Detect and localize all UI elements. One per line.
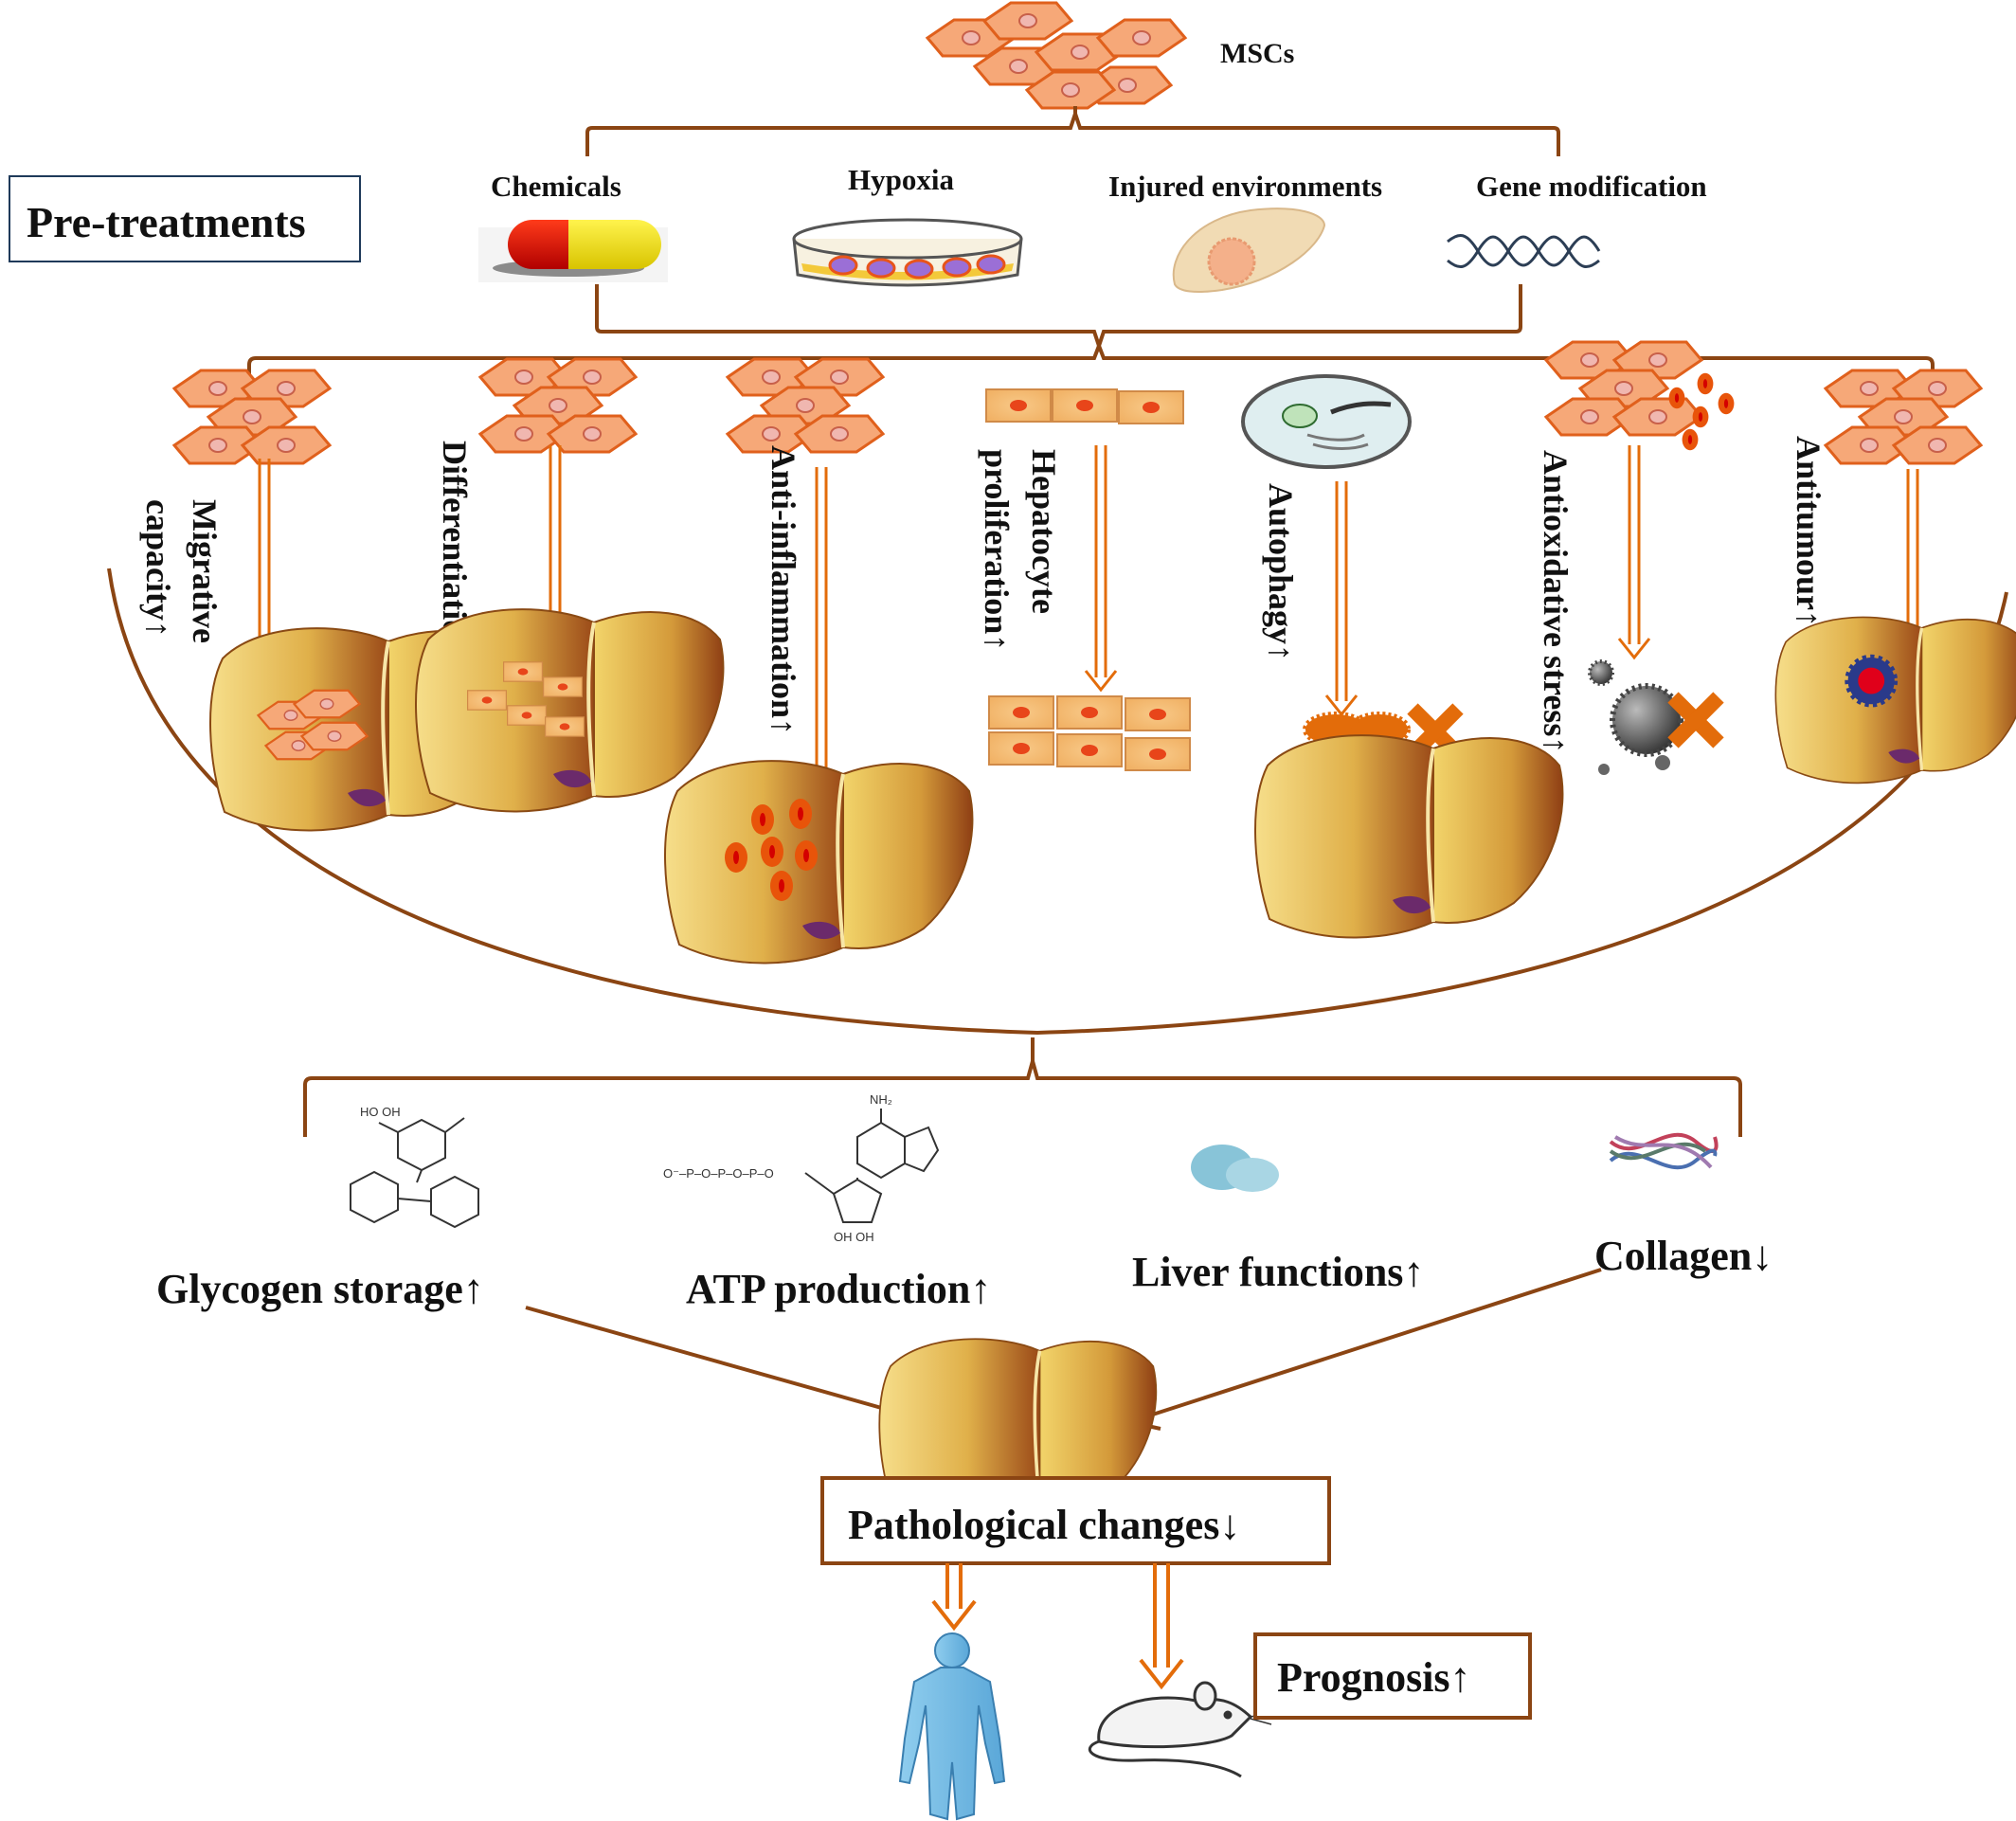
human-figure-icon <box>898 1632 1006 1821</box>
liver-tumour-icon <box>1773 615 2016 785</box>
atp-oh-label: OH OH <box>834 1230 874 1244</box>
dna-helix-icon <box>1447 233 1601 269</box>
mechanism-arrow-anti-inflammation <box>804 467 838 802</box>
atp-structure-icon: O⁻–P–O–P–O–P–O NH₂ OH OH <box>663 1092 940 1244</box>
glycogen-oh-label: HO OH <box>360 1105 401 1119</box>
pretreatment-label-hypoxia: Hypoxia <box>848 163 954 196</box>
outcome-label-collagen: Collagen↓ <box>1594 1233 1773 1279</box>
pretreatment-box <box>9 175 361 262</box>
liver-autophagy-icon <box>1253 733 1565 940</box>
mechanism-differentiation: Differentiation↑ <box>414 359 726 814</box>
mechanism-arrow-hepatocyte <box>1084 445 1118 693</box>
mechanism-antitumour: Antitumour↑ <box>1773 370 2016 785</box>
capsule-icon <box>478 220 668 282</box>
prognosis-label: Prognosis↑ <box>1277 1654 1471 1701</box>
mechanism-antioxidative: Antioxidative stress↑ <box>1537 342 1735 775</box>
mechanism-label-antioxidative: Antioxidative stress↑ <box>1537 450 1575 753</box>
mechanism-migrative: Migrative capacity↑ <box>139 370 520 833</box>
mechanism-label-antitumour: Antitumour↑ <box>1790 436 1827 627</box>
outcome-label-atp: ATP production↑ <box>686 1266 991 1312</box>
outcome-label-liver-functions: Liver functions↑ <box>1132 1249 1424 1295</box>
pathological-changes-box <box>820 1476 1331 1565</box>
mechanism-anti-inflammation: Anti-inflammation↑ <box>663 359 975 965</box>
hepatocyte-grid-icon <box>988 695 1191 771</box>
mechanism-hepatocyte-proliferation: Hepatocyte proliferation↑ <box>978 388 1191 771</box>
liver-inflammation-icon <box>663 759 975 965</box>
pretreatment-bracket <box>585 107 1560 156</box>
prognosis-box <box>1253 1632 1532 1720</box>
mechanism-label-hepatocyte-2: proliferation↑ <box>978 449 1016 651</box>
mechanism-autophagy: Autophagy↑ <box>1241 374 1565 940</box>
atp-amine-label: NH₂ <box>870 1092 892 1107</box>
mechanism-label-anti-inflammation: Anti-inflammation↑ <box>765 445 802 735</box>
pretreatment-label-chemicals: Chemicals <box>491 170 621 203</box>
msc-label: MSCs <box>1220 38 1294 69</box>
mechanism-bracket <box>247 340 1935 384</box>
arrow-to-human <box>931 1563 977 1632</box>
pretreatment-lower-bracket <box>595 284 1522 352</box>
mechanism-label-migrative-2: capacity↑ <box>139 499 177 638</box>
petri-dish-icon <box>792 218 1023 287</box>
ros-particle-icon <box>1588 659 1683 775</box>
liver-differentiation-icon <box>414 607 726 814</box>
injured-tissue-icon <box>1172 207 1326 293</box>
arrow-to-mouse <box>1139 1563 1184 1690</box>
pathological-changes-label: Pathological changes↓ <box>848 1502 1240 1548</box>
outcome-bracket <box>303 1054 1742 1137</box>
msc-source-cluster <box>926 1 1187 110</box>
outcome-label-glycogen: Glycogen storage↑ <box>156 1266 484 1312</box>
mechanism-arc <box>107 568 2008 1036</box>
atp-phosphate-label: O⁻–P–O–P–O–P–O <box>663 1166 774 1181</box>
mechanism-label-hepatocyte-1: Hepatocyte <box>1025 449 1063 614</box>
mechanism-arrow-autophagy <box>1324 481 1359 717</box>
mechanism-arrow-antioxidative <box>1617 445 1651 660</box>
mechanism-label-migrative-1: Migrative <box>186 499 224 643</box>
pretreatment-label-gene: Gene modification <box>1476 170 1707 203</box>
mouse-icon <box>1088 1681 1272 1778</box>
mitochondrion-icon <box>1241 374 1412 469</box>
pretreatment-label-injured: Injured environments <box>1108 170 1382 203</box>
glycogen-structure-icon: HO OH <box>350 1105 479 1229</box>
liver-function-blob-icon <box>1191 1145 1279 1192</box>
mechanism-label-autophagy: Autophagy↑ <box>1262 483 1300 661</box>
collagen-fiber-icon <box>1609 1132 1719 1170</box>
convergence-arrow-left <box>525 1306 935 1433</box>
pretreatment-title: Pre-treatments <box>27 198 306 246</box>
